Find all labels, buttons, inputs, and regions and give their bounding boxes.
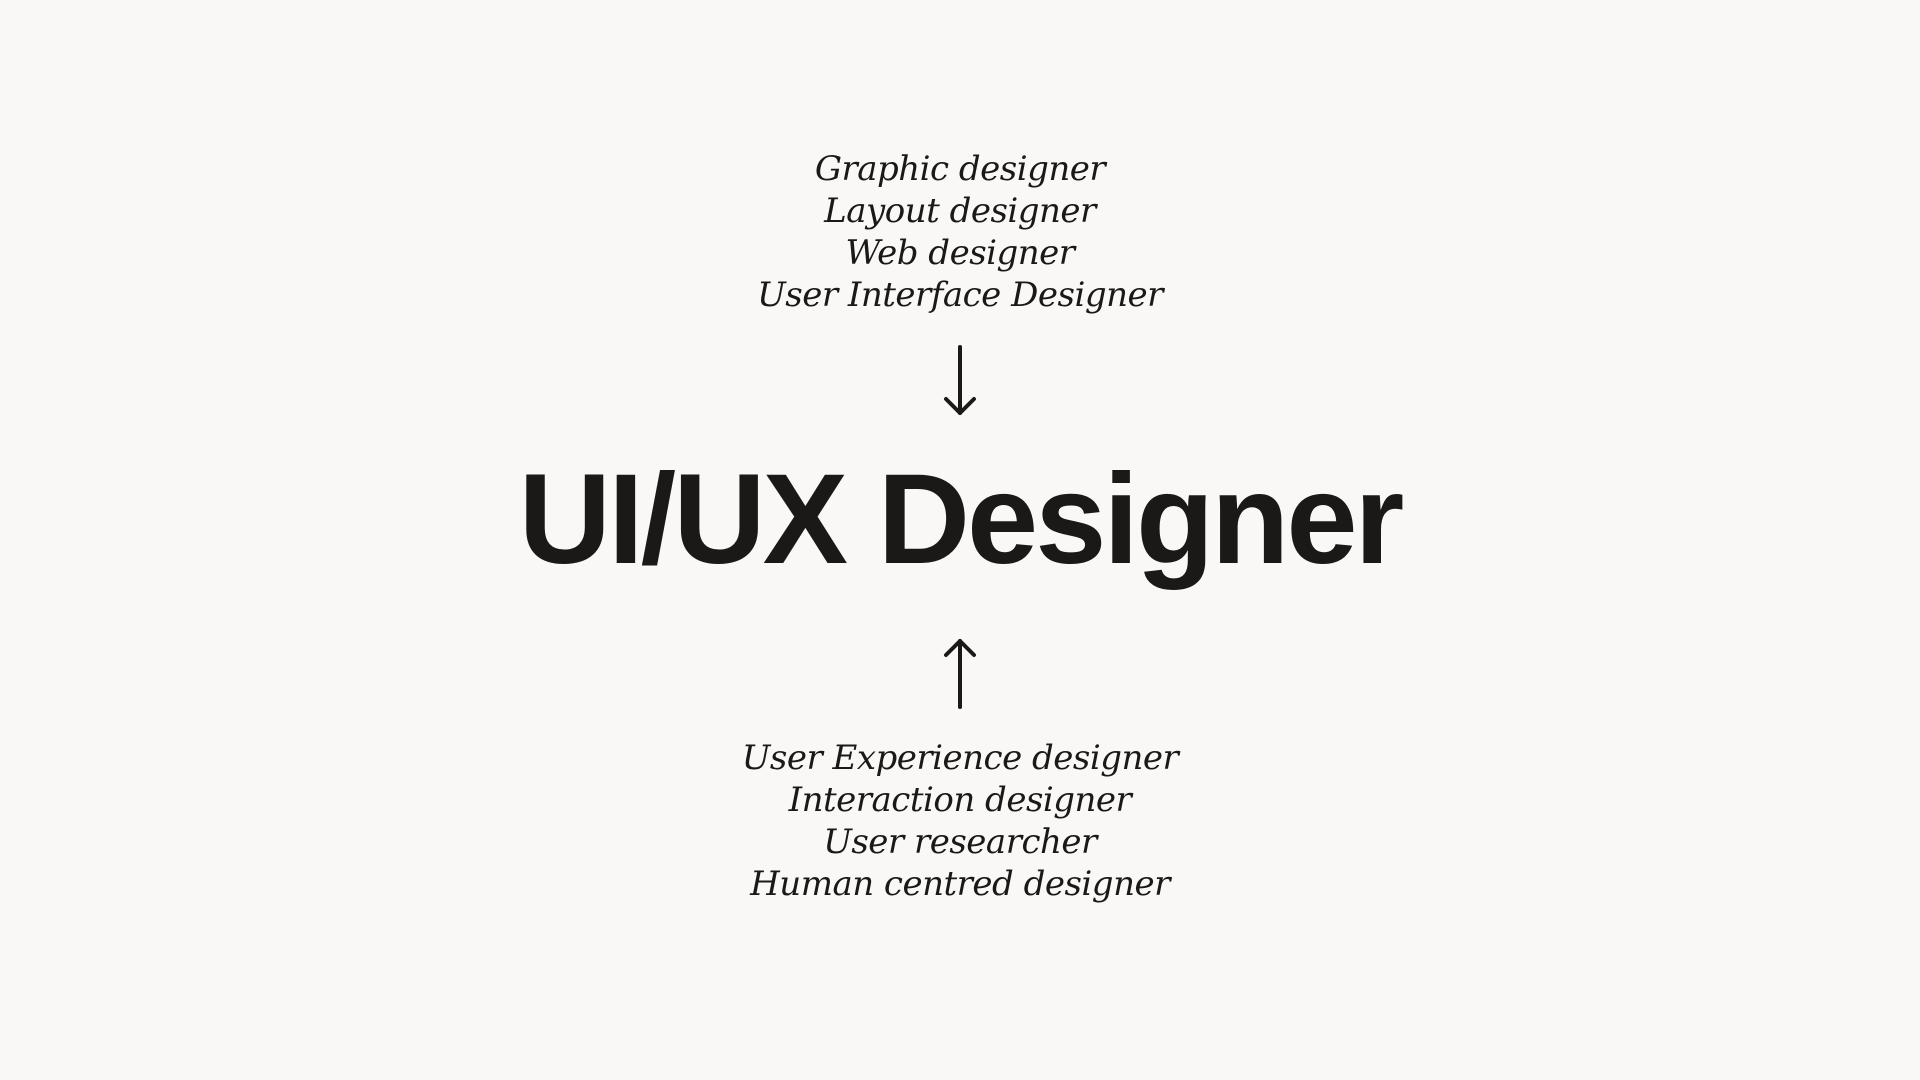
role-layout-designer: Layout designer: [824, 191, 1096, 231]
role-user-researcher: User researcher: [823, 822, 1097, 862]
role-ux-designer: User Experience designer: [741, 738, 1179, 778]
arrow-up-icon: [930, 635, 990, 711]
role-graphic-designer: Graphic designer: [814, 149, 1106, 189]
bottom-role-list: User Experience designer Interaction des…: [0, 737, 1920, 905]
page-title: UI/UX Designer: [518, 448, 1405, 591]
top-role-list: Graphic designer Layout designer Web des…: [0, 148, 1920, 316]
role-human-centred-designer: Human centred designer: [750, 864, 1170, 904]
role-interaction-designer: Interaction designer: [788, 780, 1132, 820]
role-web-designer: Web designer: [845, 233, 1075, 273]
role-ui-designer: User Interface Designer: [757, 275, 1163, 315]
arrow-down-icon: [930, 343, 990, 419]
